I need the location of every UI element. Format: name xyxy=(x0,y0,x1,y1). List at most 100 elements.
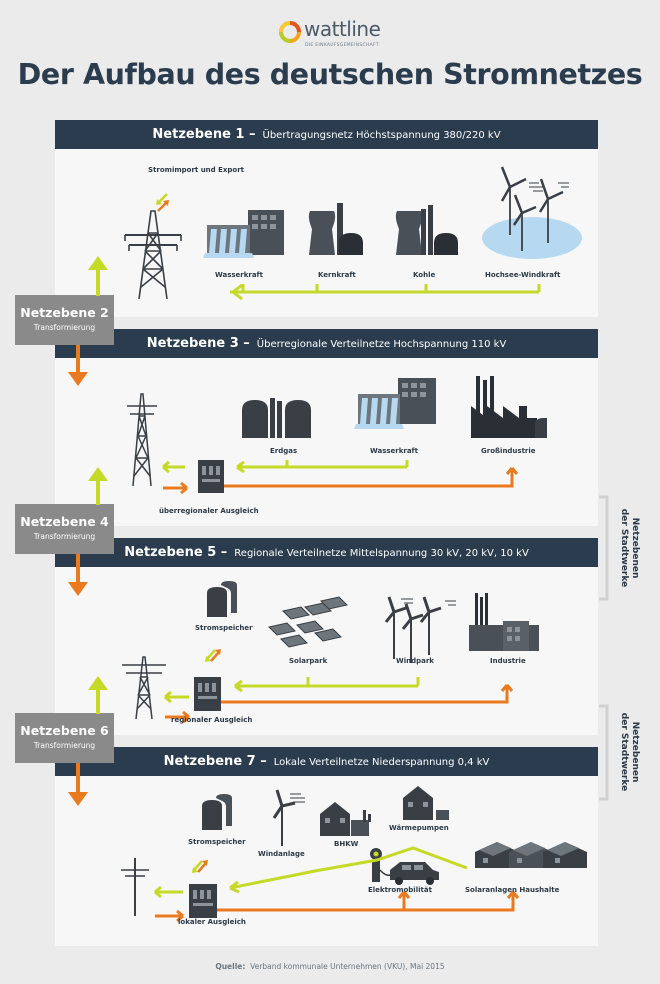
gas-plant-icon xyxy=(242,398,311,438)
panel-header-5: Netzebene 5 – Regionale Verteilnetze Mitt… xyxy=(55,538,598,567)
hydro-plant-icon xyxy=(203,210,284,258)
ev-charger-icon xyxy=(370,848,394,882)
stadtwerke-line2-upper: der Stadtwerke xyxy=(619,508,629,588)
stadtwerke-line1-lower: Netzebenen xyxy=(630,721,640,783)
hydro-plant-icon xyxy=(354,378,436,429)
level-6-sub: Transformierung xyxy=(33,741,96,750)
panel-5-graphics xyxy=(122,581,539,724)
panel-netzebene-3: Netzebene 3 – Überregionale Verteilnetze … xyxy=(55,329,598,526)
panel-header-1: Netzebene 1 – Übertragungsnetz Höchstspan… xyxy=(55,120,598,149)
pylon-icon xyxy=(122,656,166,720)
balancing-arrows xyxy=(164,690,190,724)
feed-in-line-3 xyxy=(236,460,409,474)
logo-wordmark: wattline xyxy=(304,17,381,41)
label-hydro-3: Wasserkraft xyxy=(370,447,418,455)
page-title: Der Aufbau des deutschen Stromnetzes xyxy=(17,58,643,91)
wind-turbine-icon xyxy=(272,789,305,846)
panel-netzebene-7: Netzebene 7 – Lokale Verteilnetze Nieders… xyxy=(55,747,598,946)
level-3-desc: Überregionale Verteilnetze Hochspannung … xyxy=(256,339,507,350)
level-1-name: Netzebene 1 – xyxy=(152,127,256,142)
balancing-arrows xyxy=(154,885,184,923)
transmission-pylon-icon xyxy=(124,210,182,300)
netzebene-6-box: Netzebene 6 Transformierung xyxy=(15,713,114,763)
substation-icon xyxy=(189,884,217,918)
energy-storage-icon xyxy=(202,794,232,830)
bhkw-house-icon xyxy=(320,802,371,836)
stadtwerke-line1-upper: Netzebenen xyxy=(630,517,640,579)
feed-in-line-7 xyxy=(229,846,468,894)
label-heat-pumps: Wärmepumpen xyxy=(389,824,449,832)
stadtwerke-note-upper: Netzebenen der Stadtwerke xyxy=(618,493,640,603)
label-regional-balancing: regionaler Ausgleich xyxy=(171,716,253,724)
heat-pump-house-icon xyxy=(403,786,449,820)
label-wind-park: Windpark xyxy=(396,657,434,665)
logo-tagline: DIE EINKAUFSGEMEINSCHAFT xyxy=(305,43,379,48)
level-6-name: Netzebene 6 xyxy=(20,723,109,738)
substation-icon xyxy=(194,677,221,711)
solar-park-icon xyxy=(268,596,348,648)
supply-line-3 xyxy=(224,467,519,488)
label-offshore-wind: Hochsee-Windkraft xyxy=(485,271,561,279)
pylon-icon xyxy=(127,393,157,487)
panel-header-3: Netzebene 3 – Überregionale Verteilnetze … xyxy=(55,329,598,358)
storage-arrows xyxy=(192,860,208,873)
label-import-export: Stromimport und Export xyxy=(148,166,245,174)
source-line: Quelle: Verband kommunale Unternehmen (V… xyxy=(0,962,660,971)
panel-7-graphics xyxy=(121,786,587,923)
label-wind-turbine: Windanlage xyxy=(258,850,305,858)
feed-in-line-5 xyxy=(234,677,420,693)
solar-homes-icon xyxy=(475,842,587,868)
wattline-ring-icon xyxy=(279,21,301,43)
label-hydro-1: Wasserkraft xyxy=(215,271,263,279)
heavy-industry-icon xyxy=(471,376,547,438)
level-5-desc: Regionale Verteilnetze Mittelspannung 30… xyxy=(234,548,529,559)
label-coal: Kohle xyxy=(413,271,436,279)
label-bhkw: BHKW xyxy=(334,840,359,848)
source-label: Quelle: xyxy=(215,962,246,971)
substation-icon xyxy=(198,460,224,493)
level-5-name: Netzebene 5 – xyxy=(124,545,228,560)
label-storage-7: Stromspeicher xyxy=(188,838,246,846)
wind-park-icon xyxy=(384,596,456,663)
stadtwerke-line2-lower: der Stadtwerke xyxy=(619,712,629,792)
label-e-mobility: Elektromobilität xyxy=(368,886,432,894)
level-7-desc: Lokale Verteilnetze Niederspannung 0,4 k… xyxy=(273,757,490,768)
electric-car-icon xyxy=(390,862,439,885)
storage-arrows xyxy=(205,649,221,662)
stadtwerke-note-lower: Netzebenen der Stadtwerke xyxy=(618,697,640,807)
label-industry: Industrie xyxy=(490,657,526,665)
label-solar-park: Solarpark xyxy=(289,657,328,665)
label-local-balancing: lokaler Ausgleich xyxy=(178,918,246,926)
label-heavy-industry: Großindustrie xyxy=(481,447,536,455)
energy-storage-icon xyxy=(207,581,237,617)
level-1-desc: Übertragungsnetz Höchstspannung 380/220 … xyxy=(262,130,501,141)
wattline-logo: wattline DIE EINKAUFSGEMEINSCHAFT xyxy=(278,17,388,54)
level-2-sub: Transformierung xyxy=(33,323,96,332)
offshore-wind-icon xyxy=(482,166,582,259)
nuclear-plant-icon xyxy=(308,203,363,255)
panel-netzebene-1: Netzebene 1 – Übertragungsnetz Höchstspan… xyxy=(55,120,598,317)
feed-in-line xyxy=(230,283,541,301)
level-7-name: Netzebene 7 – xyxy=(163,754,267,769)
label-solar-homes: Solaranlagen Haushalte xyxy=(465,886,560,894)
power-pole-icon xyxy=(121,858,149,916)
industry-icon xyxy=(469,593,539,651)
balancing-arrows xyxy=(162,460,188,495)
coal-plant-icon xyxy=(395,205,458,255)
level-4-name: Netzebene 4 xyxy=(20,514,109,529)
label-gas: Erdgas xyxy=(270,447,298,455)
level-2-name: Netzebene 2 xyxy=(20,305,109,320)
panel-netzebene-5: Netzebene 5 – Regionale Verteilnetze Mitt… xyxy=(55,538,598,735)
panel-3-graphics xyxy=(127,376,547,495)
netzebene-4-box: Netzebene 4 Transformierung xyxy=(15,504,114,554)
stadtwerke-brackets xyxy=(599,495,609,801)
source-text: Verband kommunale Unternehmen (VKU), Mai… xyxy=(250,962,445,971)
level-3-name: Netzebene 3 – xyxy=(146,336,250,351)
import-export-arrows-icon xyxy=(156,193,169,212)
label-nuclear: Kernkraft xyxy=(318,271,356,279)
panel-header-7: Netzebene 7 – Lokale Verteilnetze Nieders… xyxy=(55,747,598,776)
supply-line-5 xyxy=(221,684,514,704)
label-supra-regional-balancing: überregionaler Ausgleich xyxy=(159,507,259,515)
supply-line-7 xyxy=(217,891,520,912)
label-storage-5: Stromspeicher xyxy=(195,624,253,632)
